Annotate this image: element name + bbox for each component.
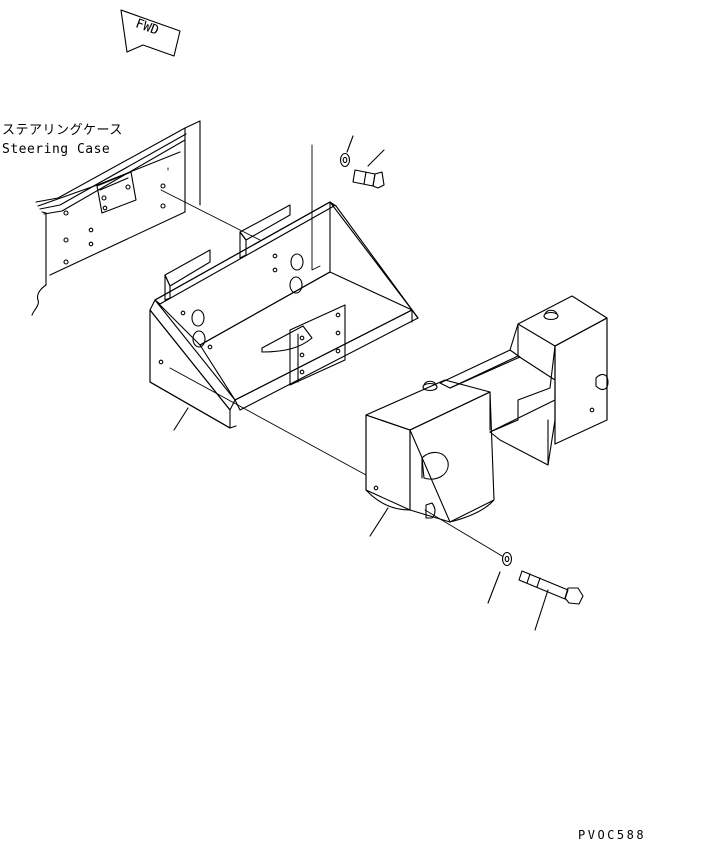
fwd-arrow-text: FWD xyxy=(133,16,160,38)
centre-line-weight xyxy=(169,367,367,476)
bracket xyxy=(149,201,419,431)
steering-case-label-jp: ステアリングケース xyxy=(2,123,123,138)
centre-lines xyxy=(160,144,503,557)
fwd-arrow-icon: FWD xyxy=(120,9,181,57)
upper-bolt xyxy=(339,135,385,189)
centre-line-lower-bolt xyxy=(424,509,503,557)
centre-line-upper-bolt xyxy=(311,144,321,271)
lower-bolt xyxy=(487,551,584,631)
centre-line-steering xyxy=(160,189,261,241)
counterweight xyxy=(365,295,609,537)
steering-case xyxy=(31,120,201,316)
steering-case-cover xyxy=(96,171,137,214)
figure-code: PVOC588 xyxy=(578,828,647,842)
steering-case-label-en: Steering Case xyxy=(2,142,111,157)
